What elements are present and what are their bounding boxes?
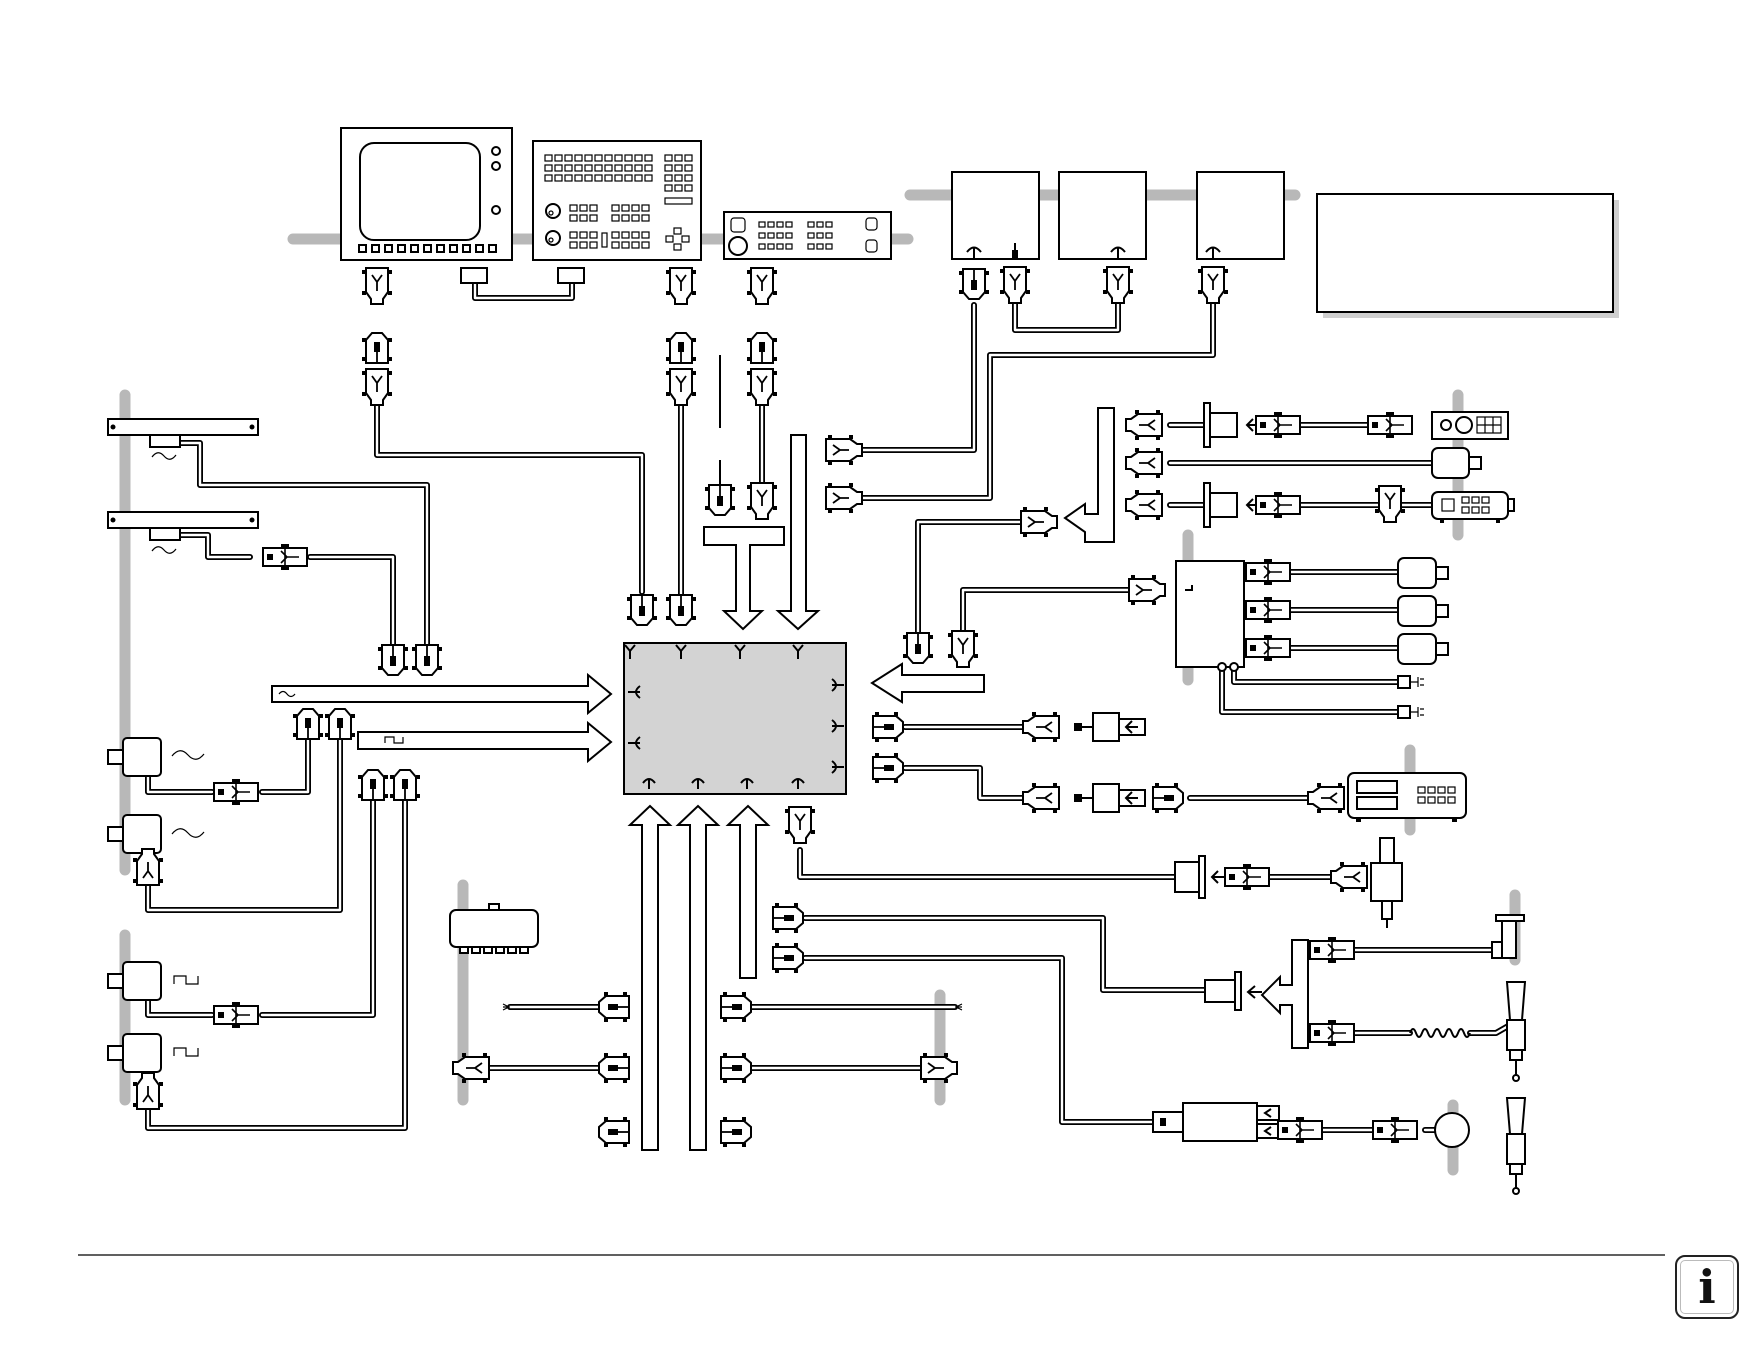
module-box-2 bbox=[1058, 171, 1147, 260]
info-glyph: i bbox=[1698, 1260, 1716, 1314]
interface-block bbox=[1020, 407, 1115, 543]
module-box-1 bbox=[951, 171, 1040, 260]
linear-scale-2 bbox=[107, 511, 259, 554]
adapter-1 bbox=[1074, 712, 1146, 742]
io-distribution-box bbox=[1128, 560, 1245, 672]
pendant-unit bbox=[1431, 491, 1515, 523]
lower-right-connectors bbox=[772, 902, 804, 974]
tool-probe-1 bbox=[1505, 981, 1527, 1082]
servo-motor-1 bbox=[107, 737, 205, 777]
keyboard-unit bbox=[532, 140, 702, 261]
signal-module bbox=[1152, 1102, 1470, 1148]
remote-io-unit bbox=[449, 903, 539, 954]
handwheel-adapter-1 bbox=[1203, 402, 1301, 448]
cables bbox=[145, 279, 1513, 1133]
data-arrows bbox=[271, 434, 985, 1151]
probe-connector bbox=[784, 806, 816, 844]
linear-scale-1 bbox=[107, 418, 259, 460]
probe-junction bbox=[1204, 936, 1355, 1049]
tool-probe-2 bbox=[1505, 1097, 1527, 1195]
spiral-cable bbox=[1409, 1028, 1471, 1038]
io-terminals bbox=[1245, 557, 1449, 719]
monitor-link-plug bbox=[460, 267, 488, 284]
upper-right-connectors bbox=[825, 434, 979, 668]
control-unit bbox=[623, 642, 847, 795]
handwheel-unit bbox=[1431, 411, 1509, 440]
bottom-middle-connectors bbox=[720, 991, 963, 1148]
servo-motor-2 bbox=[107, 814, 205, 854]
keyboard-link-plug bbox=[557, 267, 585, 284]
servo-motor-3 bbox=[107, 961, 199, 1001]
machine-operating-panel bbox=[723, 211, 892, 260]
handwheel-2 bbox=[1431, 447, 1482, 479]
touch-probe-receiver bbox=[1370, 837, 1403, 928]
option-box bbox=[1316, 193, 1619, 318]
angle-probe bbox=[1491, 914, 1525, 959]
adapter-2 bbox=[1074, 783, 1146, 813]
display-unit bbox=[1347, 772, 1467, 822]
control-unit-plugs bbox=[626, 594, 697, 626]
handwheel-adapter-2 bbox=[1203, 482, 1301, 528]
bottom-left-connectors bbox=[452, 991, 630, 1148]
module-box-3 bbox=[1196, 171, 1285, 260]
probe-adapter bbox=[1174, 855, 1368, 899]
servo-motor-4 bbox=[107, 1033, 199, 1073]
info-icon: i bbox=[1675, 1255, 1739, 1319]
monitor-unit bbox=[340, 127, 513, 261]
